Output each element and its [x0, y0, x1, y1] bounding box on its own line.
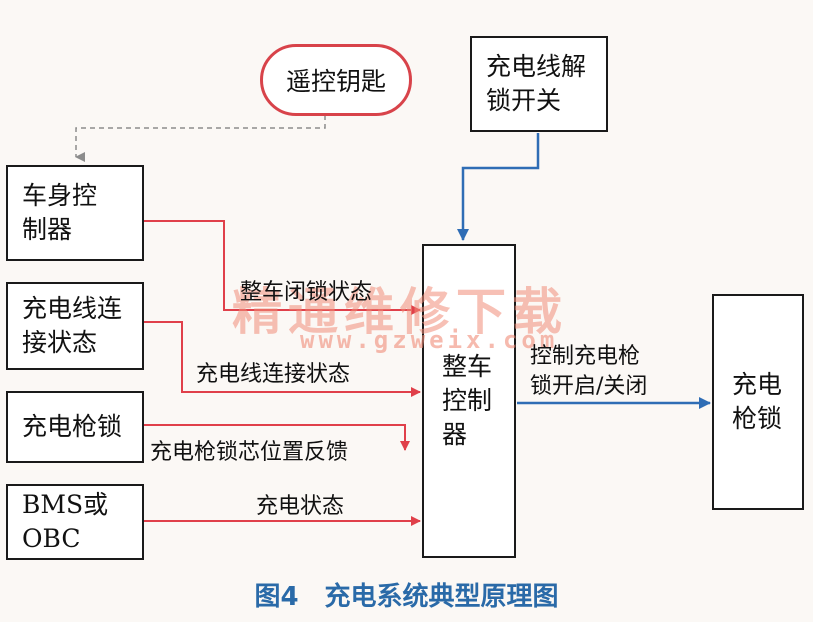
gun-lock-arrow: [144, 424, 410, 451]
node-unlock-switch-line2: 锁开关: [486, 86, 562, 115]
lock-status-arrow: [144, 220, 421, 315]
node-body-controller-line2: 制器: [22, 215, 73, 244]
edge-label-gun-lock-position: 充电枪锁芯位置反馈: [150, 440, 349, 465]
node-body-controller: 车身控 制器: [6, 165, 144, 261]
node-cable-status: 充电线连 接状态: [6, 282, 144, 370]
node-gun-lock-right-line2: 枪锁: [732, 404, 783, 433]
node-gun-lock-right: 充电 枪锁: [712, 294, 804, 510]
node-bms-obc-line2: OBC: [22, 524, 81, 553]
node-unlock-switch-line1: 充电线解: [486, 52, 587, 81]
node-cable-status-line2: 接状态: [22, 328, 98, 357]
node-vehicle-controller: 整车 控制 器: [422, 244, 516, 558]
edge-label-control-line1: 控制充电枪: [530, 344, 641, 369]
node-bms-obc-line1: BMS或: [22, 490, 109, 519]
node-gun-lock-right-line1: 充电: [732, 370, 783, 399]
edge-label-control-line2: 锁开启/关闭: [530, 374, 648, 399]
dashed-connector: [75, 115, 326, 162]
node-unlock-switch: 充电线解 锁开关: [470, 36, 608, 132]
node-vehicle-controller-line2: 控制: [442, 386, 493, 415]
node-remote-key-label: 遥控钥匙: [285, 67, 386, 96]
watermark-url: www.gzweix.com: [300, 326, 559, 354]
edge-label-charging-status: 充电状态: [256, 494, 345, 519]
node-bms-obc: BMS或 OBC: [6, 484, 144, 560]
node-body-controller-line1: 车身控: [22, 181, 98, 210]
node-vehicle-controller-line1: 整车: [442, 352, 493, 381]
edge-label-cable-connection: 充电线连接状态: [196, 362, 351, 387]
node-cable-status-line1: 充电线连: [22, 294, 123, 323]
node-vehicle-controller-line3: 器: [442, 420, 468, 449]
cable-status-arrow: [144, 321, 421, 397]
node-gun-lock-label: 充电枪锁: [22, 412, 123, 441]
watermark-text: 精通维修下载: [232, 283, 568, 341]
edge-label-vehicle-lock-status: 整车闭锁状态: [240, 280, 373, 305]
unlock-arrow: [457, 133, 540, 241]
figure-caption: 图4 充电系统典型原理图: [254, 582, 559, 612]
node-gun-lock: 充电枪锁: [6, 391, 144, 463]
node-remote-key: 遥控钥匙: [260, 44, 412, 116]
